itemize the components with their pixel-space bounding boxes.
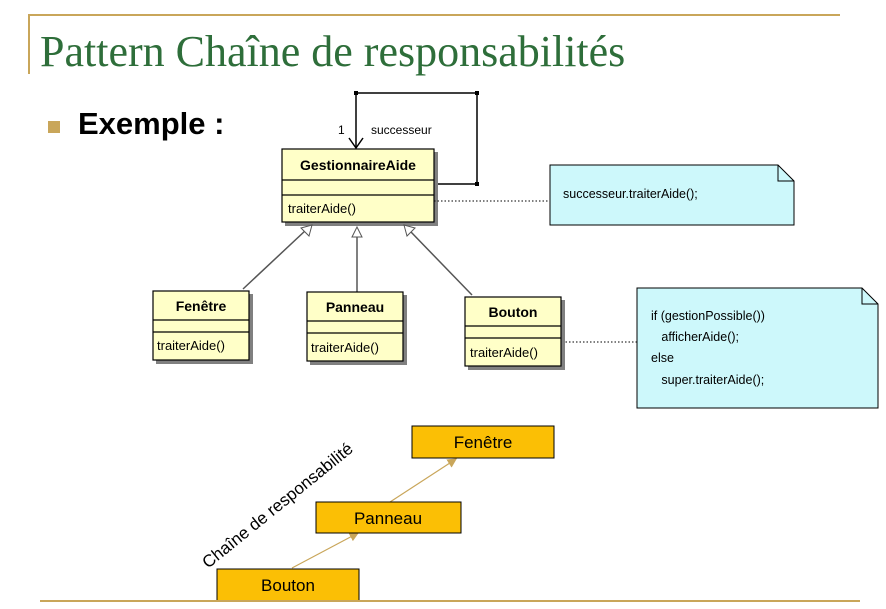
class-operation: traiterAide(): [157, 338, 225, 353]
note-line: afficherAide();: [651, 330, 739, 344]
chain-node-label: Fenêtre: [454, 433, 513, 452]
chain-node-label: Panneau: [354, 509, 422, 528]
chain-arrow: [389, 458, 458, 503]
slide-subtitle: Exemple :: [78, 106, 225, 141]
chain-node-label: Bouton: [261, 576, 315, 595]
class-operation: traiterAide(): [311, 340, 379, 355]
association-multiplicity: 1: [338, 123, 345, 137]
bullet-square-icon: [48, 121, 60, 133]
class-gestionnaireaide: GestionnaireAide traiterAide(): [281, 148, 438, 226]
note-line: super.traiterAide();: [651, 373, 764, 387]
chain-arrow: [291, 532, 360, 569]
generalization-lines: [242, 224, 473, 296]
class-name: Panneau: [326, 299, 384, 315]
chain-node-fenetre: Fenêtre: [411, 425, 555, 459]
bottom-rule: [40, 600, 860, 602]
class-name: GestionnaireAide: [300, 157, 416, 173]
note-line: successeur.traiterAide();: [563, 187, 698, 201]
class-name: Fenêtre: [176, 298, 227, 314]
left-rule: [28, 14, 30, 74]
class-name: Bouton: [489, 304, 538, 320]
note-bouton: if (gestionPossible()) afficherAide(); e…: [636, 287, 879, 409]
association-role: successeur: [371, 123, 432, 137]
class-fenetre: Fenêtre traiterAide(): [152, 290, 253, 364]
chain-node-panneau: Panneau: [315, 501, 462, 534]
chain-node-bouton: Bouton: [216, 568, 360, 602]
top-rule: [28, 14, 840, 16]
class-panneau: Panneau traiterAide(): [306, 291, 407, 365]
class-bouton: Bouton traiterAide(): [464, 296, 565, 370]
slide-title: Pattern Chaîne de responsabilités: [40, 27, 626, 76]
self-association: 1 successeur: [338, 91, 479, 186]
class-operation: traiterAide(): [470, 345, 538, 360]
class-operation: traiterAide(): [288, 201, 356, 216]
note-line: else: [651, 351, 674, 365]
note-line: if (gestionPossible()): [651, 309, 765, 323]
note-base: successeur.traiterAide();: [549, 164, 795, 226]
